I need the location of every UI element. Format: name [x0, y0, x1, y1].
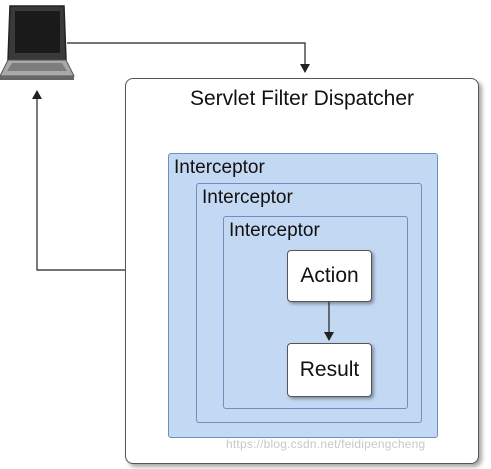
- action-node: Action: [287, 250, 372, 302]
- response-arrow: [32, 90, 125, 271]
- interceptor-label: Interceptor: [229, 220, 320, 241]
- result-node: Result: [287, 343, 372, 397]
- watermark-text: https://blog.csdn.net/feidipengcheng: [226, 437, 426, 451]
- laptop-icon: [0, 5, 75, 80]
- interceptor-label: Interceptor: [202, 187, 293, 208]
- request-arrow: [67, 42, 310, 73]
- interceptor-label: Interceptor: [174, 157, 265, 178]
- container-title: Servlet Filter Dispatcher: [189, 87, 415, 110]
